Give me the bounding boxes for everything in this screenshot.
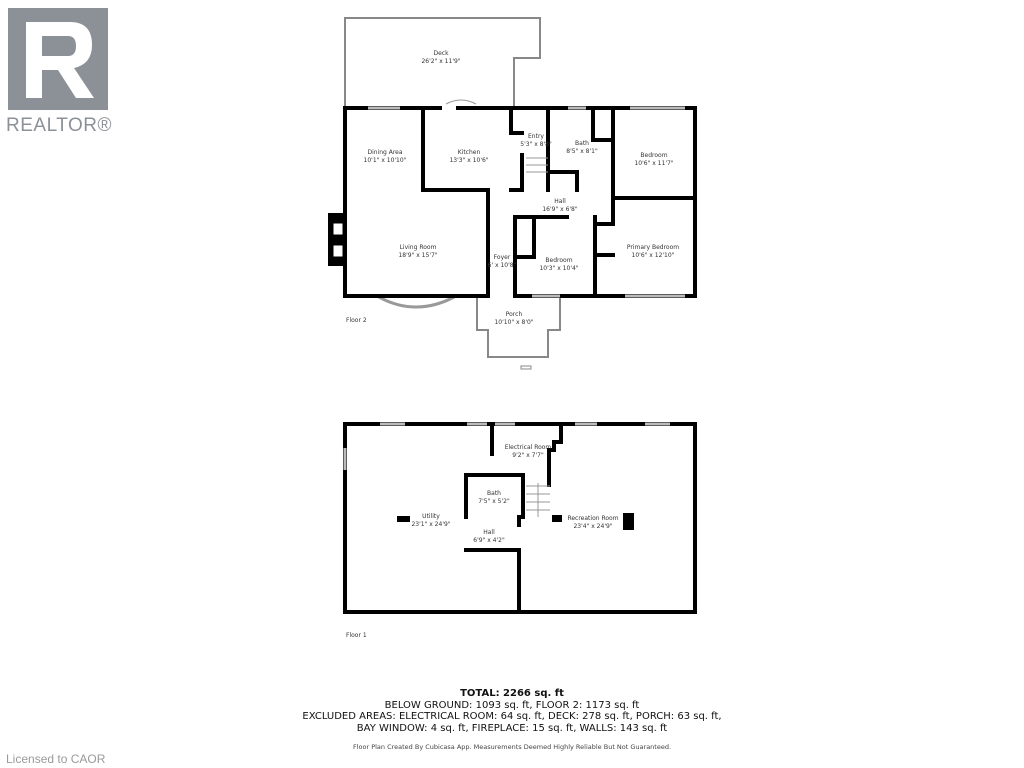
fireplace: [328, 213, 345, 266]
excluded-areas: EXCLUDED AREAS: ELECTRICAL ROOM: 64 sq. …: [302, 711, 722, 722]
utility-fixture: [397, 516, 410, 522]
area-breakdown: BELOW GROUND: 1093 sq. ft, FLOOR 2: 1173…: [384, 699, 640, 711]
floor-2-label: Floor 2: [346, 317, 367, 324]
bay-window: [376, 294, 457, 309]
excluded-areas-cont: BAY WINDOW: 4 sq. ft, FIREPLACE: 15 sq. …: [356, 722, 668, 734]
floor-2-plan: [328, 17, 697, 370]
deck-outline: [344, 17, 541, 108]
floor-1-plan: [343, 422, 697, 614]
stair-fixture: [552, 515, 562, 522]
area-summary: TOTAL: 2266 sq. ft BELOW GROUND: 1093 sq…: [0, 688, 1024, 734]
floor-1-windows: [343, 422, 670, 470]
realtor-logo-text: REALTOR®: [6, 115, 112, 136]
floor-1-walls: [343, 422, 697, 614]
credit-note: Floor Plan Created By Cubicasa App. Meas…: [352, 743, 672, 751]
porch-step: [520, 365, 532, 370]
floor-1-label: Floor 1: [346, 632, 367, 639]
realtor-logo: [8, 8, 108, 110]
porch-outline: [476, 296, 561, 358]
total-area: TOTAL: 2266 sq. ft: [460, 688, 564, 699]
floor-2-windows: [368, 106, 685, 298]
floor-2-stairs: [445, 99, 548, 173]
realtor-r-mark-icon: [26, 22, 94, 98]
floor-1-stairs: [526, 483, 550, 517]
license-text: Licensed to CAOR: [6, 752, 106, 766]
recreation-fixture: [623, 513, 634, 530]
